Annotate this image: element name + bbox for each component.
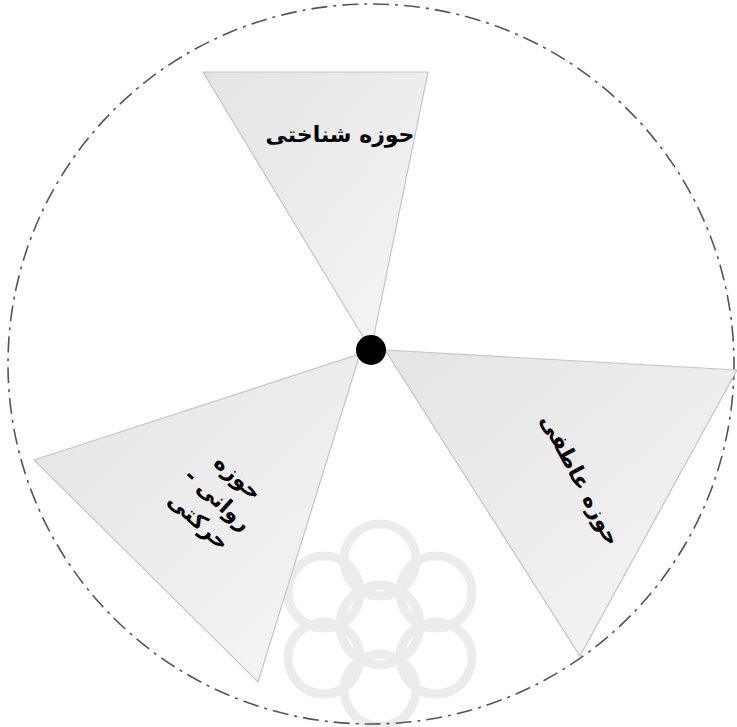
triangle-outline [385,350,737,656]
triangle-outline [203,72,428,350]
triangle-shape [203,72,428,350]
domain-triangle: حوزه روانی - حرکتی [34,354,360,682]
triangle-shape [385,350,737,656]
triangle-shape [34,354,360,682]
watermark-rosette [288,524,472,726]
domain-triangle: حوزه شناختی [203,72,428,350]
domain-triangle: حوزه عاطفی [385,350,737,656]
center-dot [356,335,386,365]
domain-label: حوزه شناختی [250,120,430,150]
